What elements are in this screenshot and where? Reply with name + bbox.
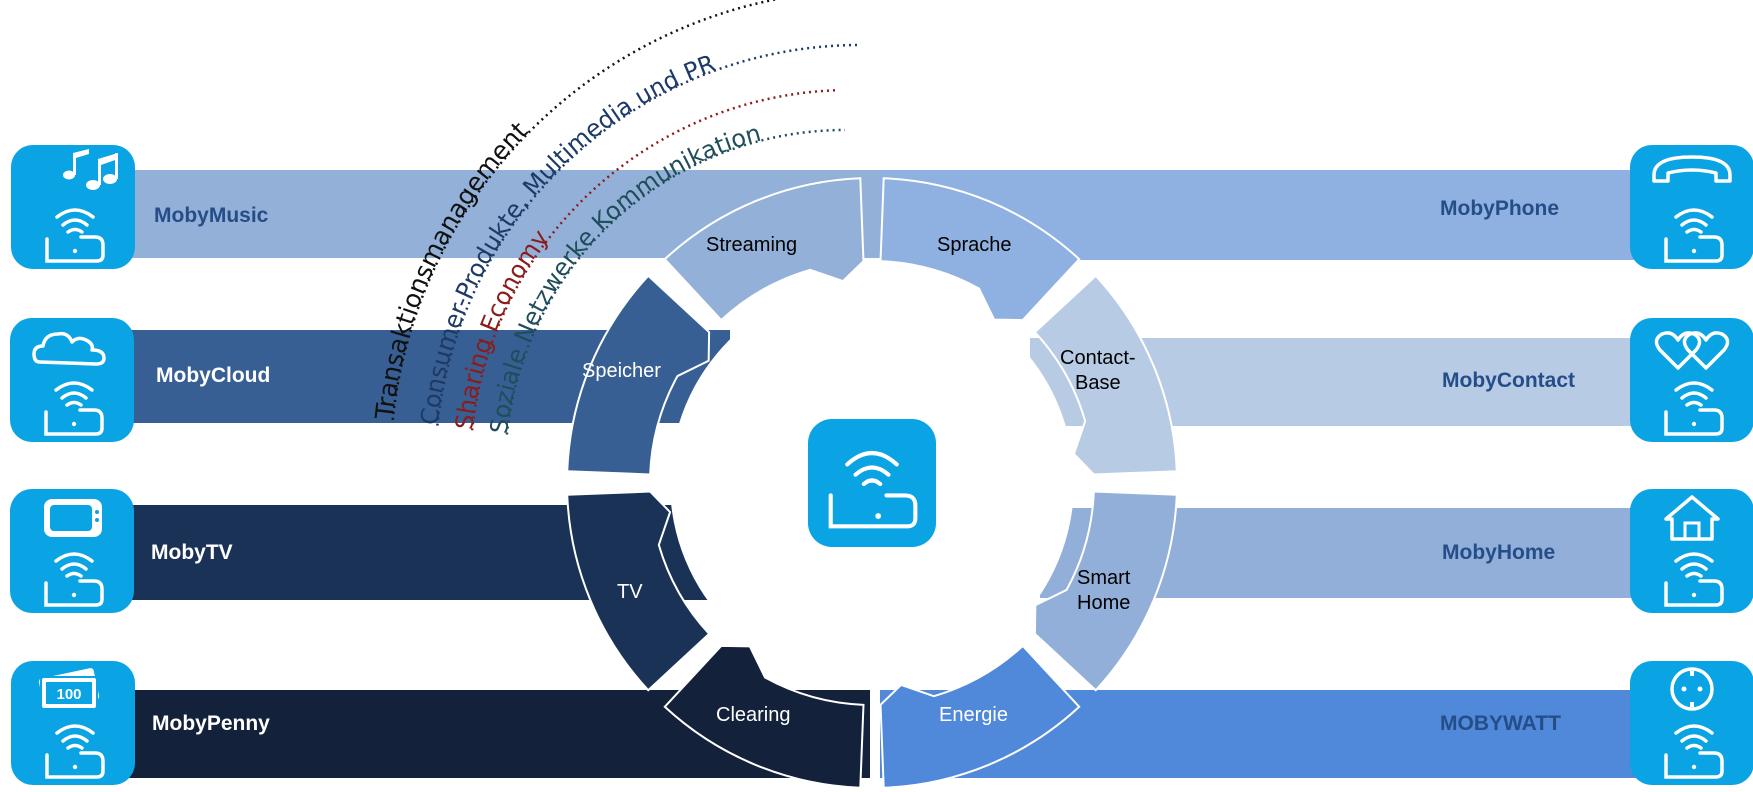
label-mobywatt: MOBYWATT bbox=[1440, 712, 1561, 735]
segment-label-tv: TV bbox=[617, 581, 643, 603]
segment-label-streaming: Streaming bbox=[706, 234, 798, 256]
tile-mobycontact bbox=[1630, 318, 1753, 442]
wheel-segment-2 bbox=[1033, 274, 1178, 476]
wheel-segment-4 bbox=[879, 644, 1081, 789]
wheel-segment-1 bbox=[879, 177, 1081, 322]
arc-line-3 bbox=[505, 128, 846, 435]
segment-label-speicher: Speicher bbox=[582, 360, 661, 382]
arc-line-2 bbox=[470, 88, 837, 431]
segment-label-contact-base: Contact- Base bbox=[1060, 347, 1136, 394]
tablet-wifi-icon bbox=[828, 451, 918, 529]
tile-mobyhome bbox=[1630, 489, 1753, 613]
segment-label-clearing: Clearing bbox=[716, 704, 791, 726]
wheel-segment-5 bbox=[663, 644, 865, 789]
phone-icon bbox=[1652, 155, 1732, 263]
cloud-icon bbox=[32, 331, 106, 436]
house-icon bbox=[1664, 495, 1724, 607]
label-mobycontact: MobyContact bbox=[1442, 369, 1575, 392]
label-mobycloud: MobyCloud bbox=[156, 364, 271, 387]
label-mobyhome: MobyHome bbox=[1442, 541, 1556, 564]
music-notes-icon bbox=[45, 149, 118, 263]
wheel-segment-6 bbox=[566, 490, 711, 692]
label-mobytv: MobyTV bbox=[151, 541, 233, 564]
wheel-segment-0 bbox=[663, 177, 865, 322]
tile-mobycloud bbox=[10, 318, 134, 442]
tile-mobyphone bbox=[1630, 145, 1753, 269]
segment-label-sprache: Sprache bbox=[937, 234, 1012, 256]
tile-mobywatt bbox=[1630, 661, 1753, 785]
segment-label-energie: Energie bbox=[939, 704, 1008, 726]
tile-mobypenny: 100 bbox=[11, 661, 135, 785]
segment-label-smart-home: Smart Home bbox=[1077, 567, 1131, 614]
wheel-segment-7 bbox=[566, 274, 711, 476]
label-mobyphone: MobyPhone bbox=[1440, 197, 1559, 220]
tv-icon bbox=[44, 499, 104, 607]
label-mobymusic: MobyMusic bbox=[154, 204, 269, 227]
wheel-segment-3 bbox=[1033, 490, 1178, 692]
label-mobypenny: MobyPenny bbox=[152, 712, 270, 735]
banknote-icon: 100 bbox=[38, 668, 105, 779]
tile-mobymusic bbox=[11, 145, 135, 269]
tile-mobytv bbox=[10, 489, 134, 613]
hearts-icon bbox=[1654, 331, 1730, 436]
center-tablet-tile bbox=[808, 419, 936, 547]
svg-text:100: 100 bbox=[56, 686, 81, 703]
power-socket-icon bbox=[1664, 667, 1724, 779]
